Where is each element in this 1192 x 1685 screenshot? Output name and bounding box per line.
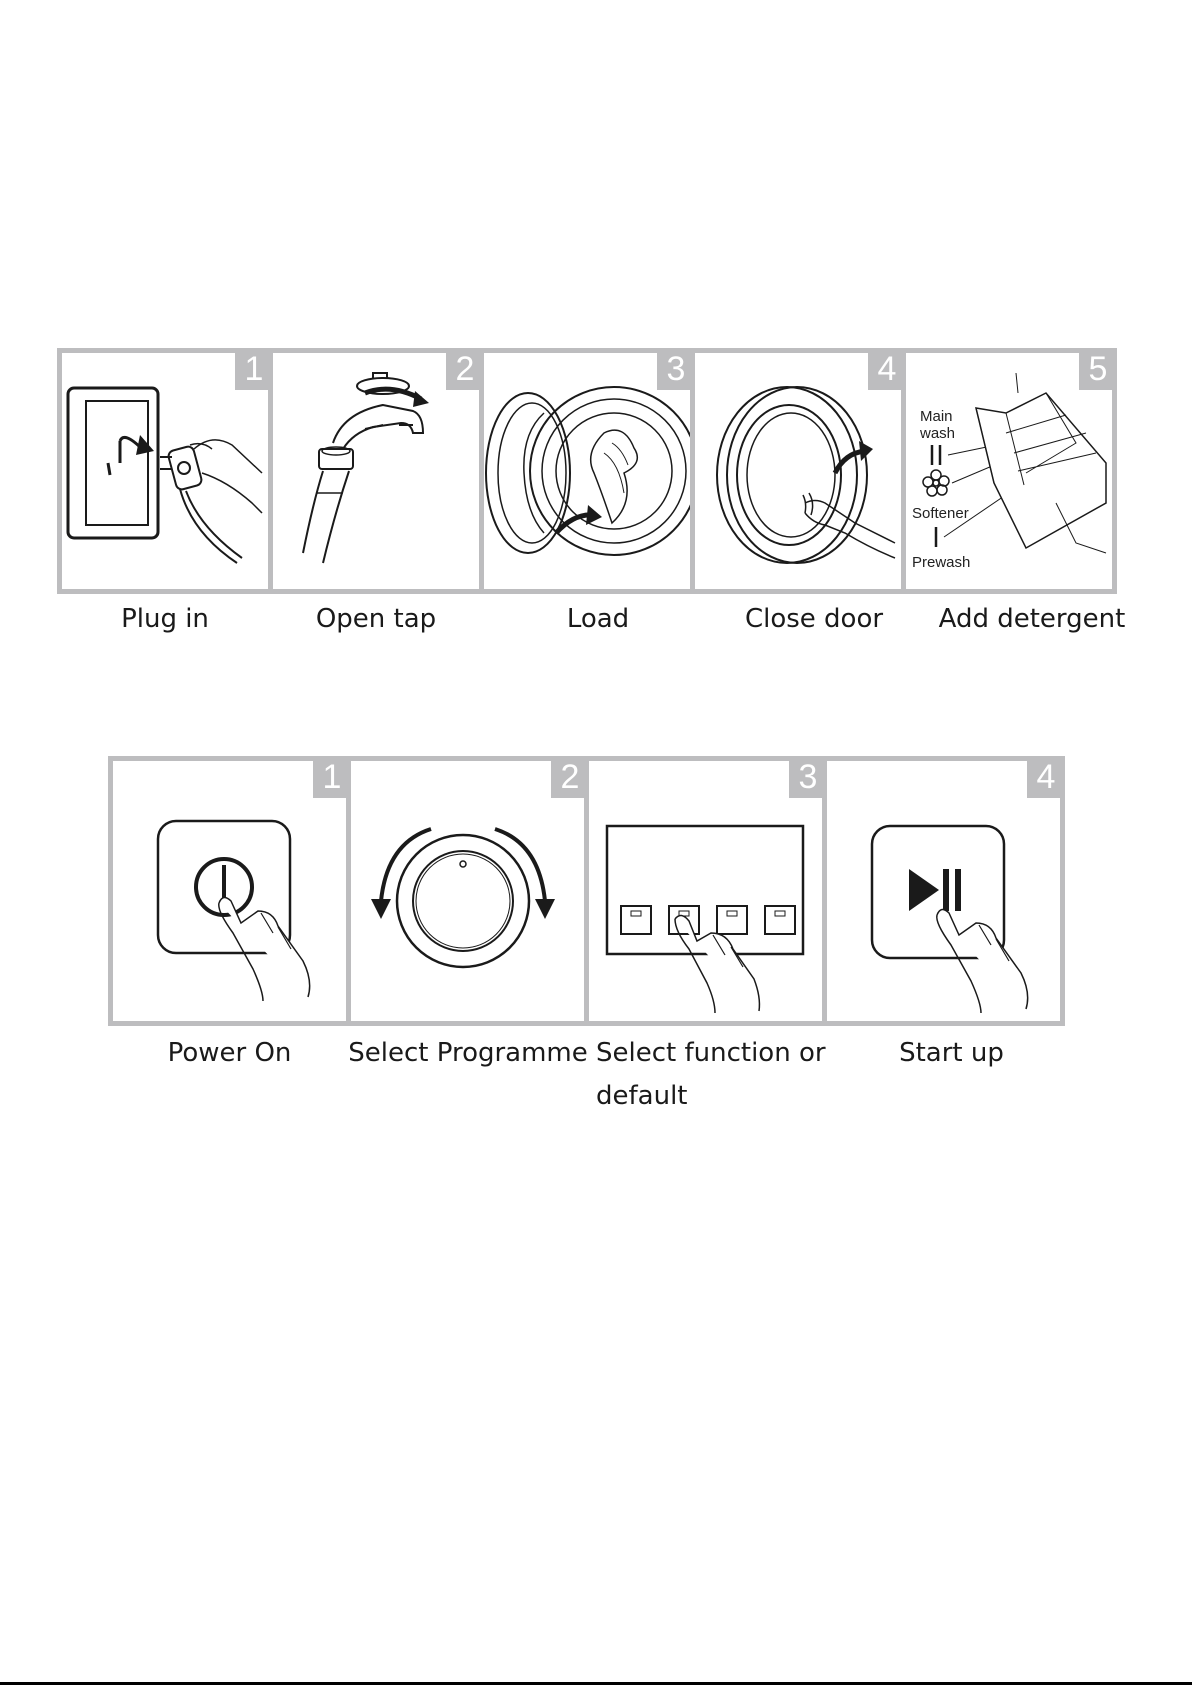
function-button bbox=[765, 906, 795, 934]
main-wash-label: Main bbox=[920, 408, 953, 425]
operation-steps: 1 2 3 bbox=[108, 756, 1060, 1026]
programme-dial-icon bbox=[351, 761, 584, 1021]
caption-select-function: Select function or default bbox=[596, 1032, 846, 1118]
preparation-steps: 1 2 3 bbox=[57, 348, 1112, 594]
softener-flower-icon bbox=[923, 470, 949, 496]
start-pause-button-icon bbox=[827, 761, 1060, 1021]
step-select-programme-panel: 2 bbox=[346, 756, 589, 1026]
caption-load: Load bbox=[490, 604, 706, 634]
caption-add-detergent: Add detergent bbox=[924, 604, 1140, 634]
main-wash-label-line2: wash bbox=[919, 425, 955, 442]
step-power-on-panel: 1 bbox=[108, 756, 351, 1026]
step-plug-in-panel: 1 bbox=[57, 348, 273, 594]
function-buttons-icon bbox=[589, 761, 822, 1021]
step-start-up-panel: 4 bbox=[822, 756, 1065, 1026]
caption-select-function-line1: Select function or bbox=[596, 1032, 846, 1075]
caption-open-tap: Open tap bbox=[268, 604, 484, 634]
caption-power-on: Power On bbox=[108, 1038, 351, 1068]
caption-start-up: Start up bbox=[830, 1038, 1073, 1068]
step-close-door-panel: 4 bbox=[690, 348, 906, 594]
function-button bbox=[717, 906, 747, 934]
caption-plug-in: Plug in bbox=[57, 604, 273, 634]
prewash-label: Prewash bbox=[912, 554, 970, 571]
power-button-icon bbox=[113, 761, 346, 1021]
step-number-badge: 5 bbox=[1079, 348, 1117, 390]
step-select-function-panel: 3 bbox=[584, 756, 827, 1026]
function-button bbox=[621, 906, 651, 934]
step-load-panel: 3 bbox=[479, 348, 695, 594]
caption-select-programme: Select Programme bbox=[338, 1038, 598, 1068]
step-add-detergent-panel: Main wash Softener Prewash 5 bbox=[901, 348, 1117, 594]
caption-close-door: Close door bbox=[706, 604, 922, 634]
softener-label: Softener bbox=[912, 505, 969, 522]
step-open-tap-panel: 2 bbox=[268, 348, 484, 594]
caption-select-function-line2: default bbox=[596, 1075, 846, 1118]
step-number-badge: 4 bbox=[1027, 756, 1065, 798]
